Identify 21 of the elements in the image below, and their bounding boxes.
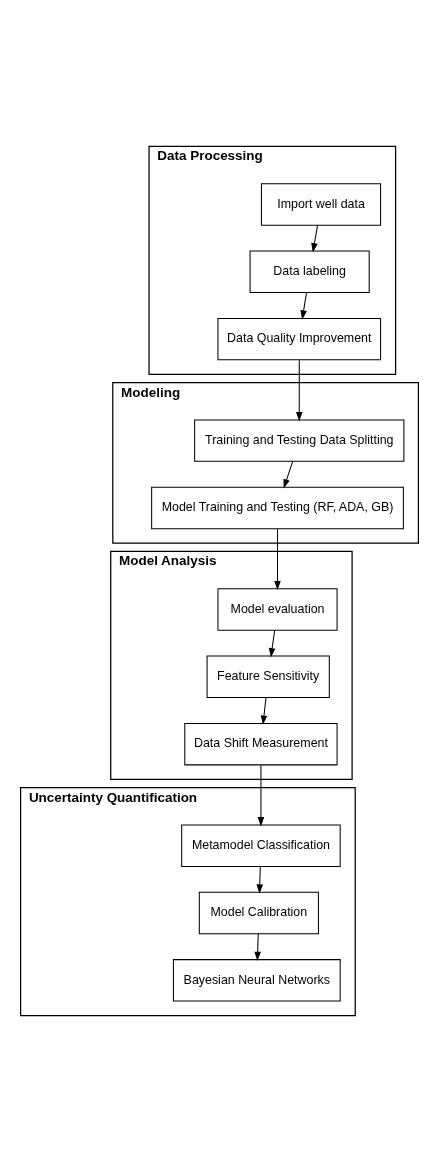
node-box: Model Training and Testing (RF, ADA, GB) (151, 486, 404, 530)
node-box: Bayesian Neural Networks (172, 959, 341, 1002)
node-box: Data Quality Improvement (217, 317, 382, 361)
arrow (311, 224, 319, 253)
arrow (300, 292, 307, 320)
arrow (256, 866, 263, 894)
arrow (254, 933, 261, 962)
arrow (283, 461, 294, 489)
node-box: Model Calibration (198, 891, 319, 935)
arrow (257, 764, 265, 827)
node-box: Training and Testing Data Splitting (194, 419, 405, 462)
arrow (268, 629, 276, 658)
arrow (260, 697, 268, 725)
arrow (296, 359, 303, 422)
node-box: Feature Sensitivity (206, 655, 330, 699)
node-box: Import well data (260, 183, 382, 226)
node-box: Data Shift Measurement (184, 722, 338, 766)
node-box: Model evaluation (217, 588, 338, 631)
node-box: Data labeling (249, 250, 370, 293)
node-box: Metamodel Classification (181, 824, 341, 867)
arrow (274, 528, 281, 591)
